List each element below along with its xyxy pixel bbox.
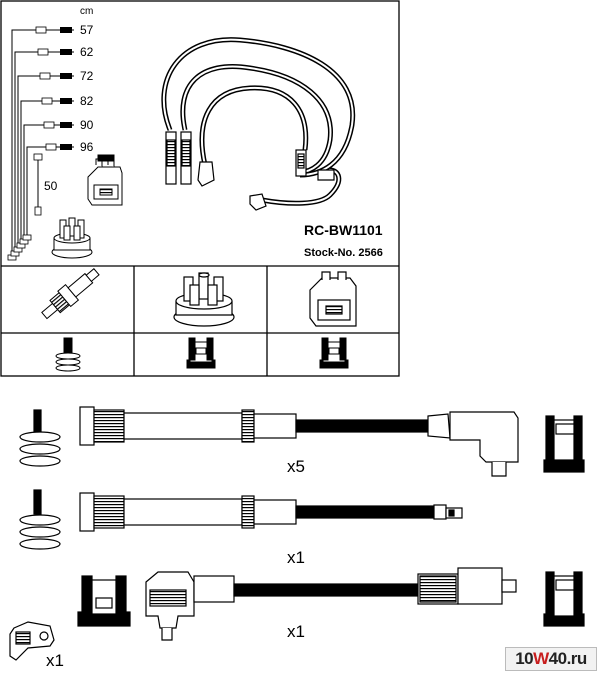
angled-boot xyxy=(145,571,235,641)
length-connector xyxy=(60,144,72,150)
lead-set-boots xyxy=(165,131,335,211)
part-number: RC-BW1101 xyxy=(304,222,383,238)
plug-end-icon xyxy=(19,489,61,550)
length-value: 96 xyxy=(80,140,94,154)
cap-terminal-icon xyxy=(186,337,216,369)
coil-terminal-icon xyxy=(319,337,349,369)
length-connector xyxy=(60,98,72,104)
length-value: 57 xyxy=(80,23,94,37)
ignition-coil-icon-large xyxy=(309,271,357,327)
length-row: 96 xyxy=(40,140,94,154)
length-connector xyxy=(60,73,72,79)
spec-frame xyxy=(0,0,400,377)
plug-boot xyxy=(79,492,297,532)
ignition-coil-icon xyxy=(87,154,123,206)
length-row: 72 xyxy=(34,69,94,83)
cable-group-2 xyxy=(19,489,463,550)
group-3-quantity: x1 xyxy=(287,622,305,641)
group-2-quantity: x1 xyxy=(287,548,305,567)
distributor-cap-icon xyxy=(51,217,93,259)
length-connector xyxy=(60,49,72,55)
length-rows: 57 62 72 82 90 96 xyxy=(30,23,94,154)
coil-lead-length: 50 xyxy=(44,179,58,193)
length-row: 90 xyxy=(38,118,94,132)
terminal-end-icon xyxy=(543,571,585,627)
length-table: cm 57 62 72 82 90 96 50 xyxy=(7,6,94,261)
cable-wire xyxy=(295,419,429,433)
length-row: 57 xyxy=(30,23,94,37)
length-connector xyxy=(41,97,53,105)
extra-connector-quantity: x1 xyxy=(46,651,64,670)
plug-connector-icon xyxy=(55,337,81,372)
length-value: 82 xyxy=(80,94,94,108)
length-guides xyxy=(11,29,40,258)
length-unit: cm xyxy=(80,6,93,17)
length-connector xyxy=(37,48,49,56)
cable-group-1 xyxy=(19,406,585,477)
straight-boot xyxy=(417,567,517,605)
distributor-cap-icon-large xyxy=(173,272,235,327)
length-connector xyxy=(45,143,57,151)
spark-plug-icon xyxy=(41,268,100,320)
cable-wire xyxy=(233,583,419,597)
length-connector xyxy=(39,72,51,80)
cap-terminal-end-icon xyxy=(77,575,131,627)
length-value: 72 xyxy=(80,69,94,83)
group-1-quantity: x5 xyxy=(287,457,305,476)
length-connector xyxy=(60,122,72,128)
ring-terminal xyxy=(433,504,463,520)
watermark-logo: 10W40.ru xyxy=(505,647,597,671)
length-connector xyxy=(43,121,55,129)
length-row: 82 xyxy=(36,94,94,108)
stock-number: Stock-No. 2566 xyxy=(304,247,383,259)
angled-terminal-boot xyxy=(427,411,519,477)
plug-end-icon xyxy=(19,409,61,467)
length-connector xyxy=(60,27,72,33)
length-row: 62 xyxy=(32,45,94,59)
extra-connector-icon xyxy=(9,621,55,661)
plug-boot xyxy=(79,406,297,446)
length-value: 62 xyxy=(80,45,94,59)
ignition-lead-set xyxy=(161,37,356,206)
cable-group-3 xyxy=(77,567,585,641)
length-value: 90 xyxy=(80,118,94,132)
cable-wire xyxy=(295,505,435,519)
length-connector xyxy=(35,26,47,34)
terminal-end-icon xyxy=(543,415,585,473)
